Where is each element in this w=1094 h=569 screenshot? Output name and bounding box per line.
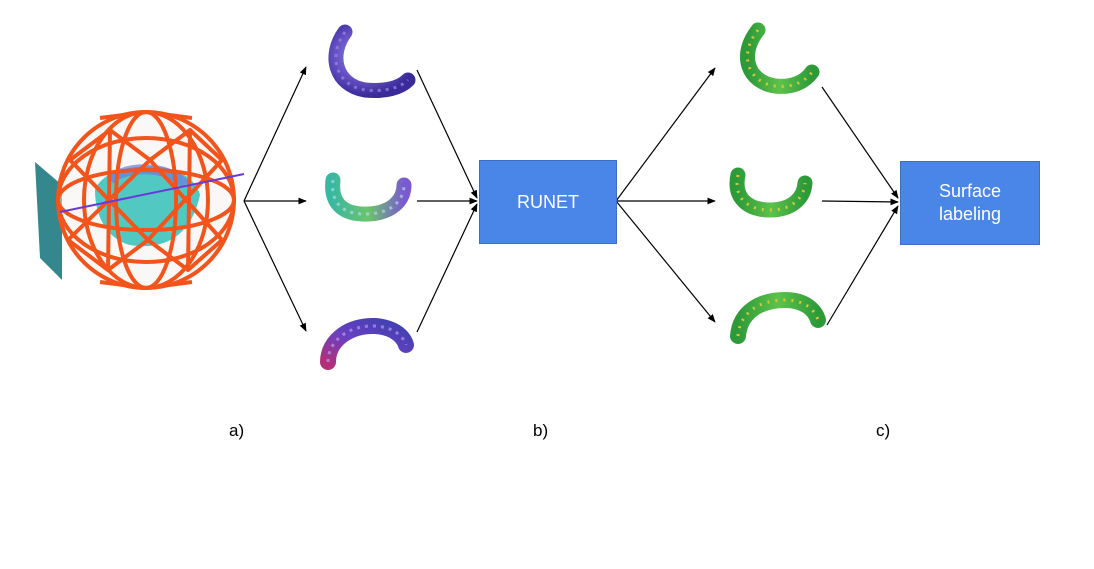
surface-labeling-block: Surface labeling — [900, 161, 1040, 245]
arrow-top-to-runet — [416, 69, 478, 199]
labeled-image-middle — [729, 167, 813, 218]
arrow-top-to-surface — [821, 86, 899, 199]
runet-label: RUNET — [517, 191, 579, 212]
arrow-a-to-bottom — [243, 200, 307, 332]
sphere-mesh-image — [35, 110, 245, 290]
labeled-image-bottom — [730, 291, 826, 344]
labeled-image-top — [740, 22, 820, 94]
projection-image-top — [328, 24, 416, 98]
projection-image-middle — [325, 172, 412, 222]
panel-label-c: c) — [876, 421, 891, 440]
panel-label-b: b) — [533, 421, 549, 440]
arrow-a-to-top — [243, 66, 307, 202]
arrow-bottom-to-runet — [416, 203, 478, 333]
arrow-runet-to-top — [615, 67, 716, 202]
arrow-runet-to-bottom — [615, 200, 716, 323]
arrow-middle-to-surface — [821, 198, 899, 206]
projection-plane — [35, 162, 62, 280]
projection-image-bottom — [320, 318, 414, 370]
panel-label-a: a) — [229, 421, 245, 440]
arrow-bottom-to-surface — [826, 205, 899, 326]
surface-labeling-label: Surface labeling — [938, 181, 1002, 224]
runet-block: RUNET — [479, 160, 617, 244]
